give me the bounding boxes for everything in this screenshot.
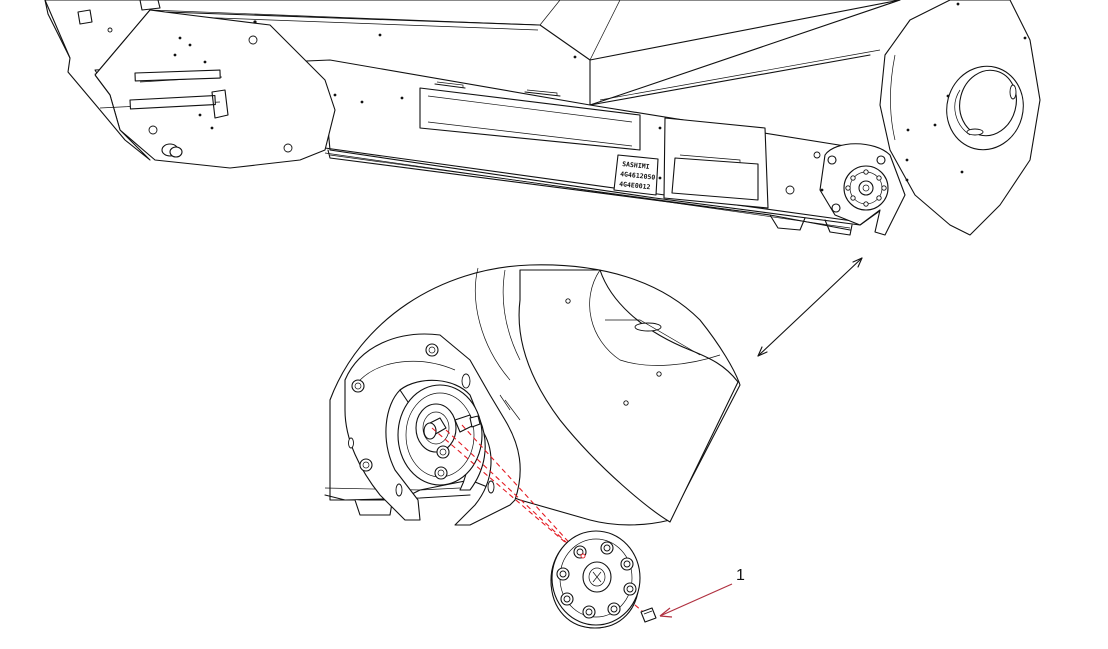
callout-1-label: 1	[736, 567, 745, 584]
callout-1: 1	[659, 567, 745, 618]
fastener	[640, 607, 657, 623]
detail-view	[324, 264, 741, 526]
exploded-flange	[550, 530, 641, 629]
nameplate: SASHIMI 4G4612050 4G4E0012	[613, 154, 659, 196]
nameplate-line-1: SASHIMI	[622, 160, 650, 171]
detail-view-arrow	[757, 257, 863, 357]
machine-body: SASHIMI 4G4612050 4G4E0012	[44, 0, 1041, 236]
nameplate-line-3: 4G4E0012	[619, 180, 651, 191]
nameplate-line-2: 4G4612050	[620, 170, 656, 182]
